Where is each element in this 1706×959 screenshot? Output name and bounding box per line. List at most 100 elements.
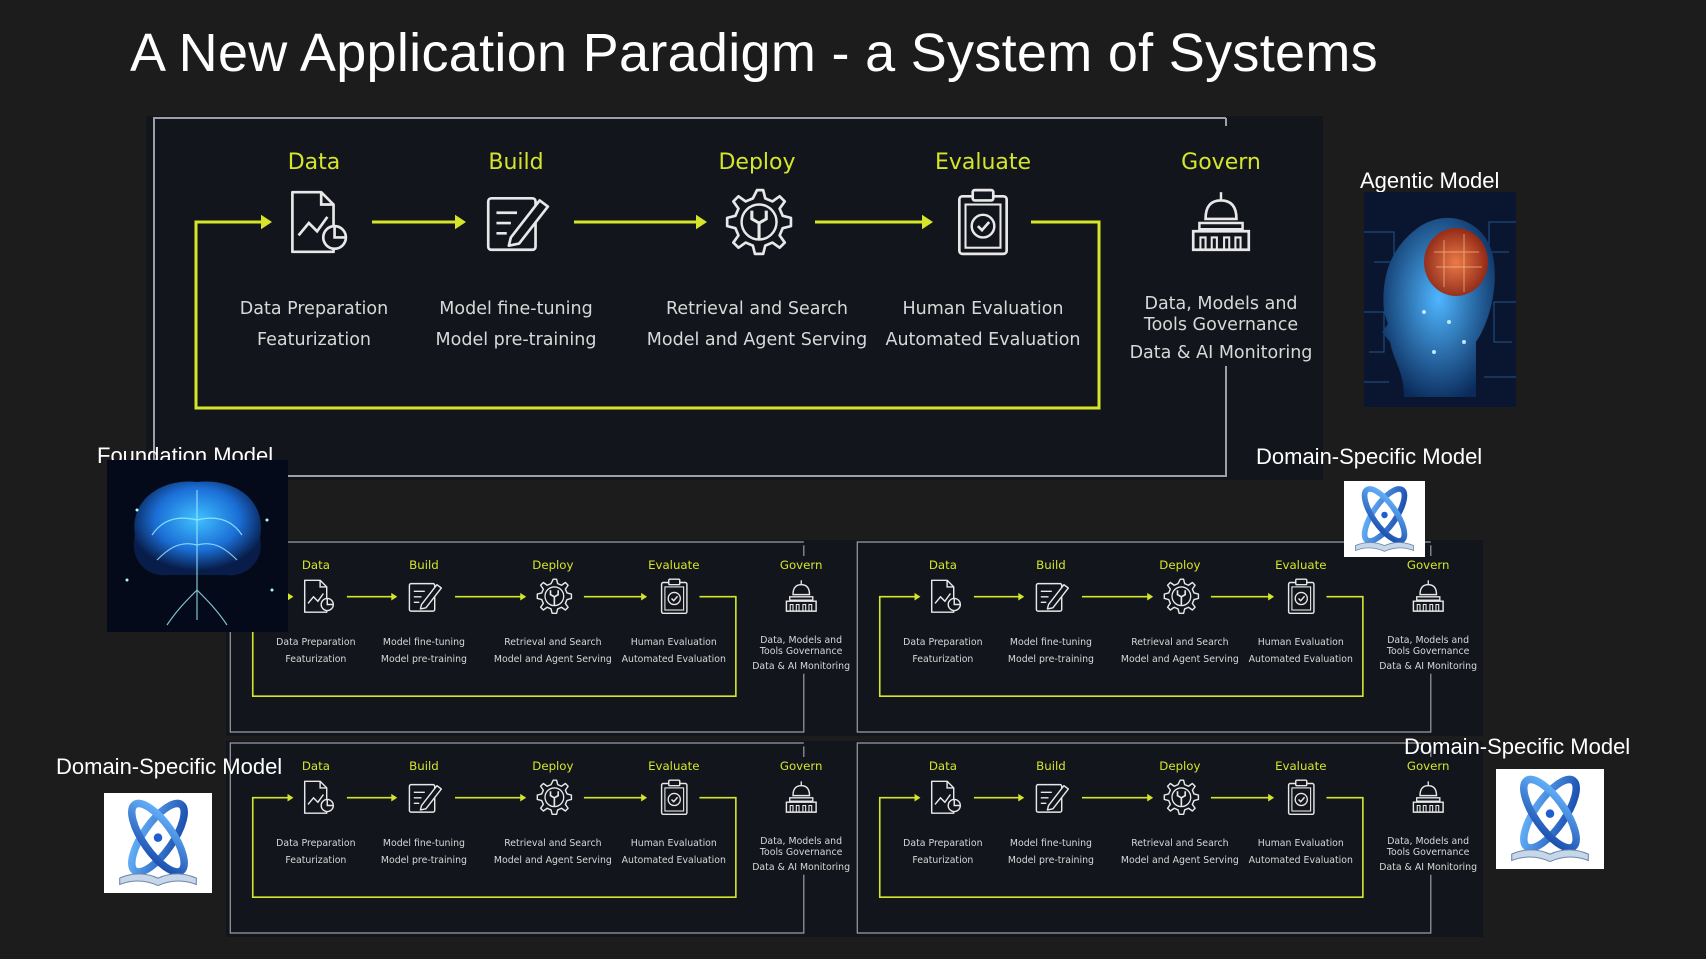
small-b-stage-line: Data & AI Monitoring bbox=[1379, 660, 1478, 672]
small-c-stage-title-data: Data bbox=[301, 759, 330, 774]
small-a-arrowhead-1 bbox=[391, 592, 398, 601]
small-c-arrowhead-1 bbox=[391, 793, 398, 802]
main-stage-line: Model fine-tuning bbox=[439, 299, 593, 319]
small-b-stage-line: Model and Agent Serving bbox=[1120, 653, 1239, 665]
small-c-stage-line: Tools Governance bbox=[759, 847, 843, 859]
domain-model-label-top-right: Domain-Specific Model bbox=[1256, 444, 1483, 469]
agentic-model-label: Agentic Model bbox=[1360, 168, 1500, 193]
edit-document-icon bbox=[405, 778, 444, 817]
small-d-loop-arrowhead bbox=[914, 793, 921, 802]
small-c-stage-line: Model and Agent Serving bbox=[493, 854, 612, 866]
small-a-stage-title-data: Data bbox=[301, 558, 330, 573]
small-c-stage-line: Retrieval and Search bbox=[504, 838, 602, 850]
gear-wrench-icon bbox=[1161, 778, 1200, 817]
small-c-arrowhead-3 bbox=[641, 793, 648, 802]
main-stage-line: Tools Governance bbox=[1143, 315, 1299, 335]
small-d-stage-title-deploy: Deploy bbox=[1159, 759, 1201, 774]
small-b-frame bbox=[856, 541, 1432, 733]
small-a-arrowhead-2 bbox=[520, 592, 527, 601]
small-b-connectors bbox=[856, 541, 1432, 733]
clipboard-check-icon bbox=[655, 577, 694, 616]
small-b-stage-line: Retrieval and Search bbox=[1131, 637, 1229, 649]
small-a-stage-title-deploy: Deploy bbox=[532, 558, 574, 573]
small-a-stage-title-build: Build bbox=[409, 558, 439, 573]
main-stage-line: Human Evaluation bbox=[902, 299, 1064, 319]
main-stage-line: Model pre-training bbox=[435, 329, 597, 350]
small-d-stage-line: Tools Governance bbox=[1386, 847, 1470, 859]
small-a-stage-line: Data Preparation bbox=[276, 637, 356, 649]
main-stage-title-data: Data bbox=[287, 150, 341, 175]
main-feedback-loop bbox=[194, 220, 1101, 410]
main-stage-title-build: Build bbox=[488, 150, 544, 175]
gear-wrench-icon bbox=[721, 186, 793, 258]
small-a-stage-line: Data & AI Monitoring bbox=[752, 660, 851, 672]
small-d-connectors bbox=[856, 742, 1432, 934]
clipboard-check-icon bbox=[1282, 577, 1321, 616]
main-stage-line: Data & AI Monitoring bbox=[1129, 343, 1313, 363]
main-loop-arrowhead bbox=[261, 214, 272, 230]
small-a-stage-line: Retrieval and Search bbox=[504, 637, 602, 649]
data-chart-icon bbox=[924, 778, 963, 817]
small-a-stage-line: Model pre-training bbox=[380, 653, 467, 665]
small-c-stage-line: Data, Models and bbox=[760, 836, 843, 848]
data-chart-icon bbox=[297, 577, 336, 616]
ai-head-image bbox=[1364, 192, 1516, 407]
small-b-stage-title-data: Data bbox=[928, 558, 957, 573]
main-stage-line: Data Preparation bbox=[239, 299, 389, 319]
small-b-stage-line: Automated Evaluation bbox=[1248, 653, 1353, 665]
small-b-stage-title-build: Build bbox=[1036, 558, 1066, 573]
small-a-stage-line: Model fine-tuning bbox=[382, 637, 465, 649]
edit-document-icon bbox=[480, 186, 552, 258]
small-d-stage-title-evaluate: Evaluate bbox=[1275, 759, 1327, 774]
atom-book-image-bottom-right bbox=[1496, 769, 1604, 869]
main-stage-title-deploy: Deploy bbox=[718, 150, 796, 175]
small-d-stage-line: Human Evaluation bbox=[1257, 838, 1344, 850]
small-c-stage-line: Data Preparation bbox=[276, 838, 356, 850]
small-d-frame bbox=[856, 742, 1432, 934]
capitol-building-icon bbox=[782, 778, 821, 817]
atom-book-image-top-right bbox=[1344, 481, 1425, 557]
small-a-stage-title-evaluate: Evaluate bbox=[648, 558, 700, 573]
small-a-stage-line: Tools Governance bbox=[759, 646, 843, 658]
small-b-stage-line: Human Evaluation bbox=[1257, 637, 1344, 649]
small-c-stage-line: Model fine-tuning bbox=[382, 838, 465, 850]
small-b-stage-line: Model pre-training bbox=[1007, 653, 1094, 665]
small-b-arrowhead-2 bbox=[1147, 592, 1154, 601]
main-stage-title-govern: Govern bbox=[1181, 150, 1261, 175]
small-c-stage-title-build: Build bbox=[409, 759, 439, 774]
main-arrowhead-3 bbox=[922, 214, 933, 230]
capitol-building-icon bbox=[1409, 778, 1448, 817]
atom-book-image-bottom-left bbox=[104, 793, 212, 893]
small-c-connectors bbox=[229, 742, 805, 934]
small-a-stage-line: Data, Models and bbox=[760, 635, 843, 647]
small-c-stage-line: Human Evaluation bbox=[630, 838, 717, 850]
small-d-stage-line: Data & AI Monitoring bbox=[1379, 861, 1478, 873]
edit-document-icon bbox=[1032, 778, 1071, 817]
main-arrowhead-2 bbox=[696, 214, 707, 230]
small-a-stage-title-govern: Govern bbox=[779, 558, 823, 573]
small-d-stage-line: Model pre-training bbox=[1007, 854, 1094, 866]
small-b-arrowhead-1 bbox=[1018, 592, 1025, 601]
brain-tree-image bbox=[107, 460, 288, 632]
small-d-stage-line: Retrieval and Search bbox=[1131, 838, 1229, 850]
small-d-stage-title-govern: Govern bbox=[1406, 759, 1450, 774]
small-c-loop-arrowhead bbox=[287, 793, 294, 802]
main-stage-line: Automated Evaluation bbox=[885, 329, 1081, 350]
small-a-stage-line: Featurization bbox=[285, 653, 347, 665]
small-d-stage-title-data: Data bbox=[928, 759, 957, 774]
